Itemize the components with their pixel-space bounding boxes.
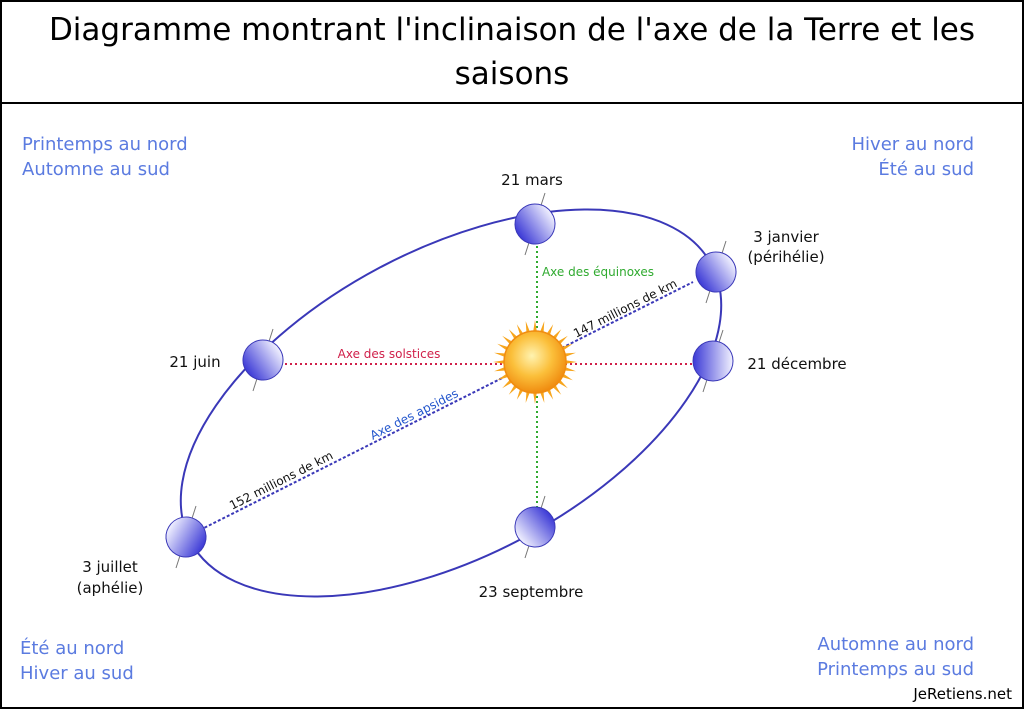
earth-march-icon xyxy=(514,192,556,256)
season-bottom-right-line1: Automne au nord xyxy=(817,634,974,655)
season-top-left-line2: Automne au sud xyxy=(22,159,170,180)
label-march: 21 mars xyxy=(501,171,563,189)
season-bottom-right-line2: Printemps au sud xyxy=(817,659,974,680)
label-equinox-axis: Axe des équinoxes xyxy=(542,265,654,279)
earth-september-icon xyxy=(514,495,556,559)
label-solstice-axis: Axe des solstices xyxy=(338,347,441,361)
earth-june-icon xyxy=(242,328,284,392)
season-bottom-left: Été au nord Hiver au sud xyxy=(20,636,134,686)
watermark-logo: JeRetiens.net xyxy=(913,685,1012,703)
label-apsides-axis: Axe des apsides xyxy=(368,386,461,443)
label-perihelion-distance: 147 millions de km xyxy=(571,276,679,340)
label-june: 21 juin xyxy=(169,353,220,371)
label-aphelion-distance: 152 millions de km xyxy=(227,448,335,512)
earth-july-icon xyxy=(165,505,207,569)
season-bottom-left-line1: Été au nord xyxy=(20,638,125,659)
page-title: Diagramme montrant l'inclinaison de l'ax… xyxy=(48,12,976,92)
title-banner: Diagramme montrant l'inclinaison de l'ax… xyxy=(2,2,1022,104)
label-january-date: 3 janvier xyxy=(753,228,819,246)
season-bottom-right: Automne au nord Printemps au sud xyxy=(817,632,974,682)
label-december: 21 décembre xyxy=(747,355,846,373)
season-top-right-line1: Hiver au nord xyxy=(851,134,974,155)
label-july-aphelion: (aphélie) xyxy=(77,579,144,597)
earth-december-icon xyxy=(692,329,734,393)
season-bottom-left-line2: Hiver au sud xyxy=(20,663,134,684)
season-top-right: Hiver au nord Été au sud xyxy=(852,132,974,182)
label-july-date: 3 juillet xyxy=(82,558,138,576)
label-january-perihelion: (périhélie) xyxy=(747,248,824,266)
season-top-left: Printemps au nord Automne au sud xyxy=(22,132,188,182)
season-top-right-line2: Été au sud xyxy=(878,159,974,180)
label-september: 23 septembre xyxy=(479,583,584,601)
earth-january-icon xyxy=(695,240,737,304)
season-top-left-line1: Printemps au nord xyxy=(22,134,188,155)
sun-icon xyxy=(493,320,577,404)
apsides-axis-line xyxy=(199,281,694,531)
